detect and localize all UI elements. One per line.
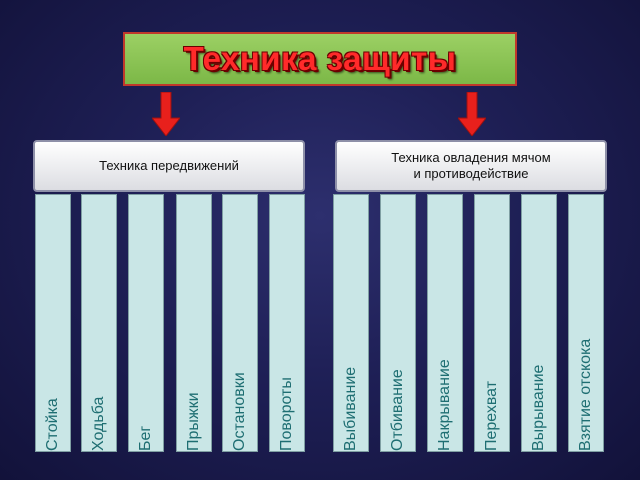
column-label: Повороты xyxy=(278,377,295,451)
column-label: Вырывание xyxy=(530,364,547,451)
column-running: Бег xyxy=(128,194,164,452)
down-arrow-icon-left xyxy=(152,92,180,136)
column-label: Выбивание xyxy=(342,366,359,451)
category-movement-label: Техника передвижений xyxy=(99,158,239,173)
down-arrow-icon-right xyxy=(458,92,486,136)
column-stance: Стойка xyxy=(35,194,71,452)
diagram-title: Техника защиты xyxy=(183,40,457,77)
column-rebound: Взятие отскока xyxy=(568,194,604,452)
column-jumps: Прыжки xyxy=(176,194,212,452)
column-label: Ходьба xyxy=(90,396,107,451)
column-snatching: Вырывание xyxy=(521,194,557,452)
column-label: Взятие отскока xyxy=(577,338,594,451)
category-movement: Техника передвижений xyxy=(33,140,305,192)
column-label: Бег xyxy=(137,425,154,451)
column-label: Остановки xyxy=(231,372,248,451)
title-box: Техника защиты xyxy=(123,32,517,86)
column-label: Прыжки xyxy=(185,392,202,451)
column-interception: Перехват xyxy=(474,194,510,452)
column-covering: Накрывание xyxy=(427,194,463,452)
column-turns: Повороты xyxy=(269,194,305,452)
category-ball-control: Техника овладения мячом и противодействи… xyxy=(335,140,607,192)
column-label: Накрывание xyxy=(436,359,453,451)
column-walking: Ходьба xyxy=(81,194,117,452)
column-knocking-out: Выбивание xyxy=(333,194,369,452)
category-ball-control-label: Техника овладения мячом и противодействи… xyxy=(391,150,551,181)
column-deflecting: Отбивание xyxy=(380,194,416,452)
column-label: Стойка xyxy=(44,398,61,451)
column-label: Перехват xyxy=(483,380,500,451)
column-stops: Остановки xyxy=(222,194,258,452)
column-label: Отбивание xyxy=(389,369,406,451)
